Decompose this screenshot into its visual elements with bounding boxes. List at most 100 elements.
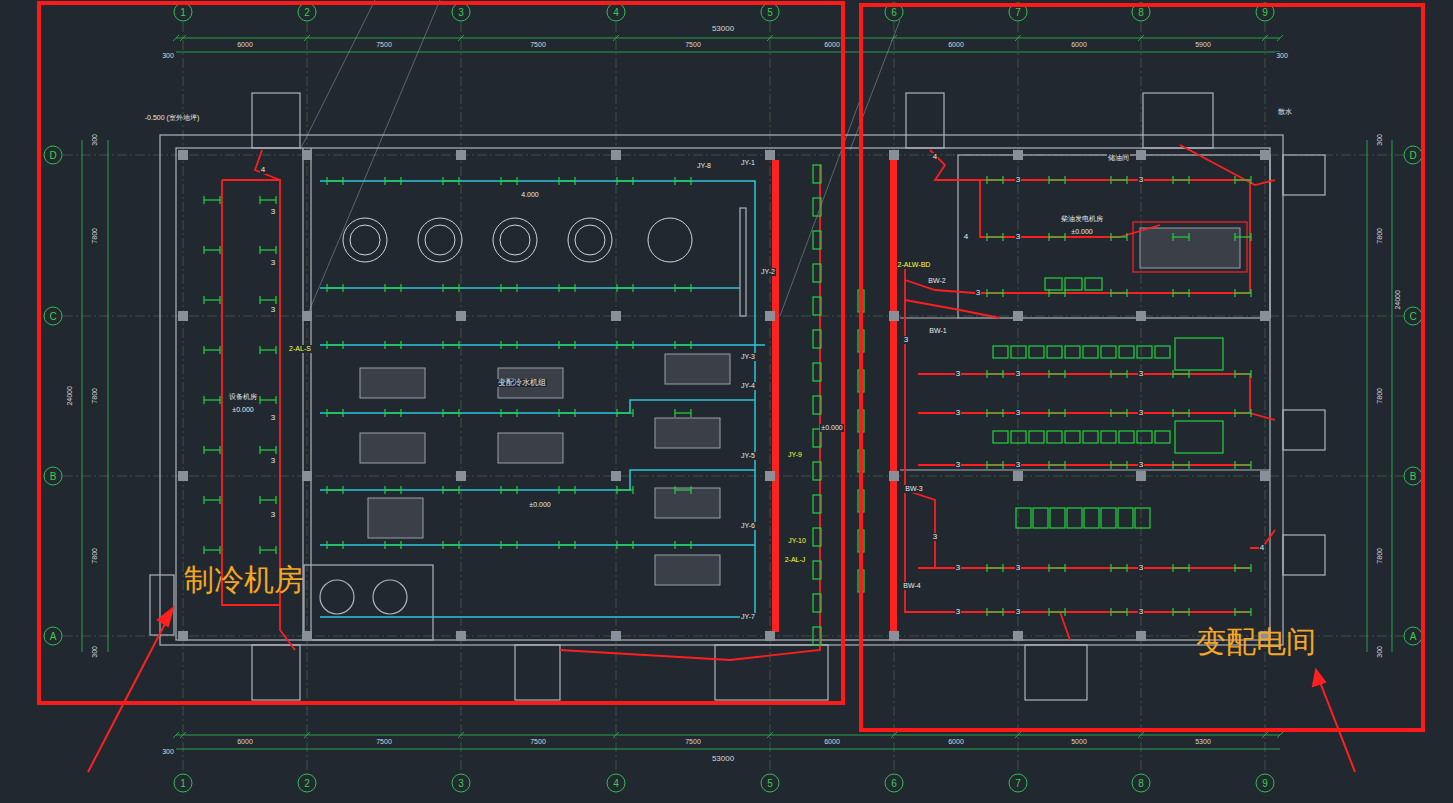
callout-number: 4 [260, 166, 266, 175]
dimension: 6000 [823, 41, 841, 49]
drawing-line [611, 311, 621, 321]
drawing-line [219, 496, 220, 504]
drawing-line [515, 645, 560, 700]
drawing-line [574, 341, 575, 349]
axis-number: 5 [766, 7, 774, 18]
drawing-line [1048, 461, 1049, 469]
drawing-line [891, 732, 897, 738]
drawing-line [1250, 409, 1251, 417]
drawing-line [616, 486, 617, 494]
drawing-line [1002, 461, 1003, 469]
drawing-line [1404, 627, 1422, 645]
drawing-line [900, 469, 1270, 470]
drawing-line [616, 541, 617, 549]
drawing-line [690, 284, 691, 292]
drawing-line [176, 749, 1280, 750]
drawing-line [368, 498, 423, 538]
drawing-line [1234, 461, 1235, 469]
drawing-line [1083, 431, 1098, 443]
drawing-line [559, 412, 575, 413]
drawing-line [1119, 431, 1134, 443]
drawing-line [180, 35, 186, 41]
callout-number: 3 [1015, 608, 1021, 617]
drawing-line [360, 228, 1240, 585]
drawing-line [568, 218, 612, 262]
drawing-line [1234, 176, 1235, 184]
circuit-label: BW-1 [928, 327, 947, 335]
drawing-line [1262, 732, 1268, 738]
drawing-line [559, 544, 575, 545]
drawing-line [1180, 145, 1275, 185]
drawing-line [516, 177, 517, 185]
drawing-line [632, 284, 633, 292]
drawing-line [44, 627, 62, 645]
dimension: 7800 [1376, 227, 1384, 245]
axis-number: 5 [766, 778, 774, 789]
drawing-line [203, 196, 204, 204]
drawing-line [1015, 35, 1021, 41]
drawing-line [498, 433, 563, 463]
callout-number: 3 [1138, 608, 1144, 617]
drawing-line [1016, 508, 1031, 528]
drawing-line [259, 396, 260, 404]
note: 散水 [1277, 108, 1293, 116]
drawing-line [222, 180, 295, 650]
drawing-line [1172, 461, 1173, 469]
drawing-line [813, 396, 821, 414]
drawing-line [178, 150, 1270, 641]
dimension: 7500 [529, 738, 547, 746]
drawing-line [675, 344, 691, 345]
axis-number: 9 [1261, 7, 1269, 18]
drawing-line [987, 236, 1003, 237]
drawing-line [1064, 370, 1065, 378]
drawing-line [516, 341, 517, 349]
drawing-line [616, 284, 617, 292]
callout-number: 4 [963, 233, 969, 242]
drawing-line [1138, 35, 1144, 41]
circuit-label: BW-2 [927, 277, 946, 285]
drawing-line [1013, 150, 1023, 160]
drawing-line [458, 177, 459, 185]
drawing-line [342, 177, 343, 185]
drawing-line [1404, 467, 1422, 485]
drawing-line [1172, 289, 1173, 297]
drawing-line [260, 349, 276, 350]
axis-number: 8 [1137, 778, 1145, 789]
drawing-line [326, 284, 327, 292]
drawing-line [1048, 564, 1049, 572]
drawing-line [326, 177, 327, 185]
drawing-line [203, 446, 204, 454]
drawing-line [1067, 508, 1082, 528]
drawing-line [559, 287, 575, 288]
drawing-line [400, 284, 401, 292]
drawing-line [442, 284, 443, 292]
drawing-line [987, 412, 1003, 413]
room-name: 柴油发电机房 [1060, 215, 1104, 223]
drawing-line [765, 471, 775, 481]
circuit-label: JY-9 [787, 451, 803, 459]
drawing-line [1283, 535, 1325, 575]
drawing-line [690, 341, 691, 349]
drawing-line [675, 412, 691, 413]
dimension: 6000 [947, 738, 965, 746]
room-name: 设备机房 [228, 393, 258, 401]
drawing-line [260, 399, 276, 400]
dimension: 300 [161, 52, 175, 60]
drawing-line [1250, 289, 1251, 297]
drawing-line [858, 530, 864, 552]
drawing-line [203, 396, 204, 404]
drawing-line [203, 496, 204, 504]
drawing-line [1126, 608, 1127, 616]
drawing-line [993, 431, 1008, 443]
drawing-line [63, 22, 1403, 773]
drawing-line [715, 645, 828, 700]
drawing-line [1029, 431, 1044, 443]
drawing-line [500, 541, 501, 549]
drawing-line [1132, 774, 1150, 792]
drawing-line [617, 344, 633, 345]
drawing-line [219, 546, 220, 554]
drawing-line [616, 341, 617, 349]
drawing-line [1136, 631, 1146, 641]
drawing-line [850, 20, 900, 150]
drawing-line [260, 199, 276, 200]
